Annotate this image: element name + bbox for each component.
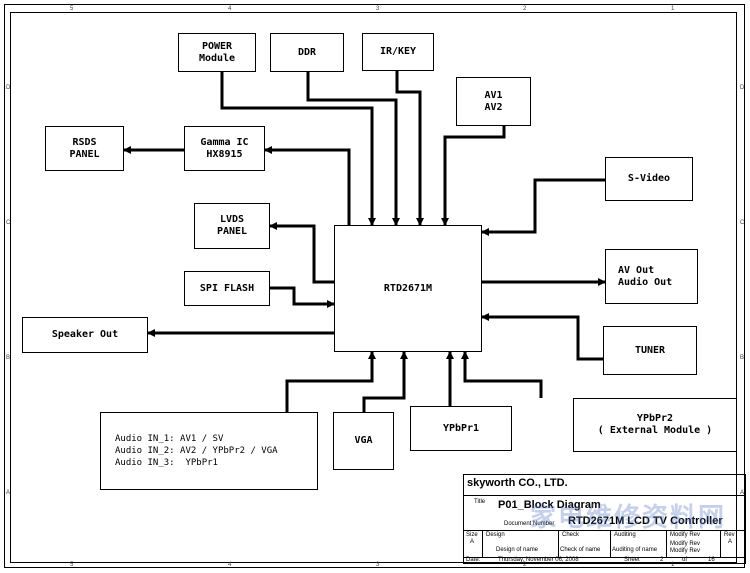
- spi-flash-block: SPI FLASH: [184, 271, 270, 306]
- left-tick-a: A: [6, 490, 11, 496]
- rsds-panel-block: RSDS PANEL: [45, 126, 124, 171]
- size-label: Size: [466, 532, 478, 538]
- vga-block: VGA: [333, 412, 394, 470]
- audioin-to-center-line: [285, 351, 376, 412]
- speaker-out-block: Speaker Out: [22, 317, 148, 353]
- check-label: Check: [562, 532, 580, 538]
- av-out-block: AV Out Audio Out: [605, 249, 698, 304]
- bottom-tick-3: 3: [376, 562, 380, 568]
- right-tick-d: D: [740, 85, 745, 91]
- left-tick-c: C: [6, 220, 11, 226]
- svideo-to-center-line: [481, 178, 605, 236]
- company-name: skyworth CO., LTD.: [467, 477, 568, 489]
- tuner-block: TUNER: [603, 326, 697, 375]
- watermark-text: 家电维修资料网: [530, 503, 727, 533]
- bottom-tick-2: 2: [523, 562, 527, 568]
- sheet-number: 2: [660, 557, 664, 563]
- document-number-label: Document Number: [504, 521, 555, 527]
- left-tick-d: D: [6, 85, 11, 91]
- modify-rev-3: Modify Rev: [670, 548, 701, 554]
- ypbpr2-to-center-line: [461, 351, 543, 398]
- irkey-to-center-line: [395, 71, 424, 226]
- of-label: of: [682, 557, 688, 563]
- sheet-total: 16: [708, 557, 715, 563]
- modify-rev-label: Modify Rev: [670, 532, 701, 538]
- drawing-frame: [4, 4, 745, 568]
- top-tick-3: 3: [376, 6, 380, 12]
- modify-rev-2: Modify Rev: [670, 541, 701, 547]
- design-of-name: Design of name: [496, 547, 539, 553]
- left-tick-b: B: [6, 355, 11, 361]
- auditing-of-name: Auditing of name: [612, 547, 658, 553]
- design-label: Design: [486, 532, 505, 538]
- title-block: skyworth CO., LTD. Title P01_Block Diagr…: [463, 474, 746, 564]
- top-tick-1: 1: [671, 6, 675, 12]
- av12-to-center-line: [441, 126, 506, 226]
- right-tick-a: A: [740, 490, 745, 496]
- gamma-ic-block: Gamma IC HX8915: [184, 126, 265, 171]
- tuner-to-center-line: [481, 313, 603, 361]
- rtd2671m-chip-block: RTD2671M: [334, 225, 482, 352]
- right-tick-b: B: [740, 355, 745, 361]
- ypbpr1-block: YPbPr1: [410, 406, 512, 451]
- drawing-title: P01_Block Diagram: [498, 499, 601, 511]
- auditing-label: Auditing: [614, 532, 636, 538]
- lvds-panel-block: LVDS PANEL: [194, 203, 270, 249]
- power-module-block: POWER Module: [178, 33, 256, 72]
- power-to-center-line: [220, 72, 376, 226]
- sheet-label: Sheet: [624, 557, 640, 563]
- rev-label: Rev: [724, 532, 735, 538]
- document-number: RTD2671M LCD TV Controller: [568, 515, 723, 527]
- center-to-gamma-line: [264, 146, 351, 225]
- spi-to-center-line: [270, 286, 335, 308]
- check-of-name: Check of name: [560, 547, 601, 553]
- top-tick-4: 4: [228, 6, 232, 12]
- top-tick-2: 2: [523, 6, 527, 12]
- rev-value: A: [728, 539, 733, 545]
- drawing-inner-border: [10, 12, 737, 563]
- title-label: Title: [474, 499, 486, 505]
- bottom-tick-4: 4: [228, 562, 232, 568]
- av1-av2-block: AV1 AV2: [456, 77, 531, 126]
- top-tick-5: 5: [70, 6, 74, 12]
- date-value: Thursday, November 06, 2008: [498, 557, 579, 563]
- ddr-block: DDR: [270, 33, 344, 72]
- ir-key-block: IR/KEY: [362, 33, 434, 71]
- ddr-to-center-line: [306, 72, 400, 226]
- s-video-block: S-Video: [605, 157, 693, 201]
- audio-in-block: Audio IN_1: AV1 / SV Audio IN_2: AV2 / Y…: [100, 412, 318, 490]
- ypbpr2-external-block: YPbPr2 ( External Module ): [573, 398, 737, 452]
- right-tick-c: C: [740, 220, 745, 226]
- date-label: Date:: [466, 557, 481, 563]
- bottom-tick-1: 1: [671, 562, 675, 568]
- vga-to-center-line: [362, 351, 408, 412]
- bottom-tick-5: 5: [70, 562, 74, 568]
- center-to-lvds-line: [269, 222, 334, 284]
- size-value: A: [470, 539, 475, 545]
